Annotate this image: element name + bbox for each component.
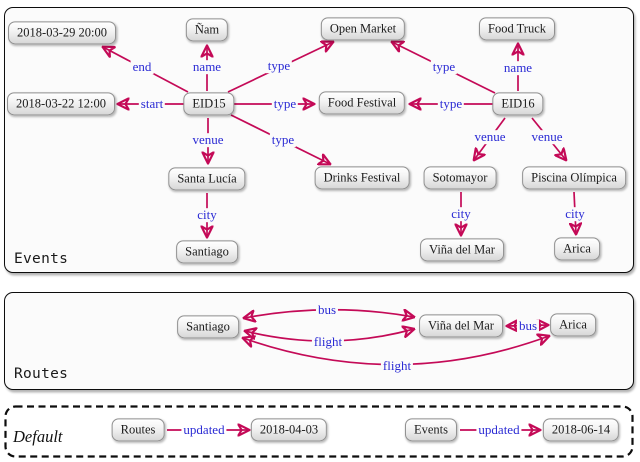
node-events-graph: Events [404,418,458,442]
node-eid16: EID16 [492,92,544,116]
node-vina-del-mar-routes: Viña del Mar [419,314,503,338]
edge-label-city-3: city [563,206,587,222]
node-nam: Ñam [185,18,229,42]
edge-label-type-om16: type [430,59,458,75]
node-open-market: Open Market [320,17,406,41]
dashed-border [4,405,634,458]
edge-label-flight-2: flight [380,358,414,374]
node-santiago-routes: Santiago [177,315,239,339]
edge-label-name-16: name [501,60,535,76]
events-section-title: Events [14,251,69,267]
edge-label-venue-soto: venue [472,129,508,145]
node-events-updated-date: 2018-06-14 [542,418,620,442]
node-routes-graph: Routes [111,418,165,442]
edge-label-name-15: name [190,59,224,75]
edge-label-flight-1: flight [311,334,345,350]
node-santiago-events: Santiago [176,240,238,264]
node-eid15: EID15 [183,92,235,116]
node-arica-routes: Arica [550,313,596,337]
routes-section-title: Routes [14,366,69,382]
node-santa-lucia: Santa Lucía [168,167,246,191]
node-food-festival: Food Festival [318,91,406,115]
edge-label-updated-1: updated [181,422,227,438]
edge-label-type-ff16: type [437,96,465,112]
node-drinks-festival: Drinks Festival [314,166,410,190]
edge-label-bus-2: bus [516,318,540,334]
node-end-datetime: 2018-03-29 20:00 [8,21,116,45]
edge-label-city-1: city [195,207,219,223]
node-arica-events: Arica [554,237,600,261]
edge-label-type-ff15: type [271,96,299,112]
node-piscina-olimpica: Piscina Olímpica [522,166,626,190]
edge-label-city-2: city [449,206,473,222]
node-routes-updated-date: 2018-04-03 [250,418,328,442]
edge-label-venue-pisc: venue [529,129,565,145]
edge-label-updated-2: updated [476,422,522,438]
edge-label-bus-1: bus [315,302,339,318]
edge-label-start: start [138,96,166,112]
node-sotomayor: Sotomayor [423,166,497,190]
node-vina-del-mar-events: Viña del Mar [420,238,504,262]
node-food-truck: Food Truck [478,17,556,41]
edge-label-type-om15: type [265,58,293,74]
default-section-title: Default [13,427,63,446]
edge-label-end: end [130,59,154,75]
edge-label-type-df: type [269,132,297,148]
edge-label-venue-15: venue [190,132,226,148]
node-start-datetime: 2018-03-22 12:00 [7,92,115,116]
